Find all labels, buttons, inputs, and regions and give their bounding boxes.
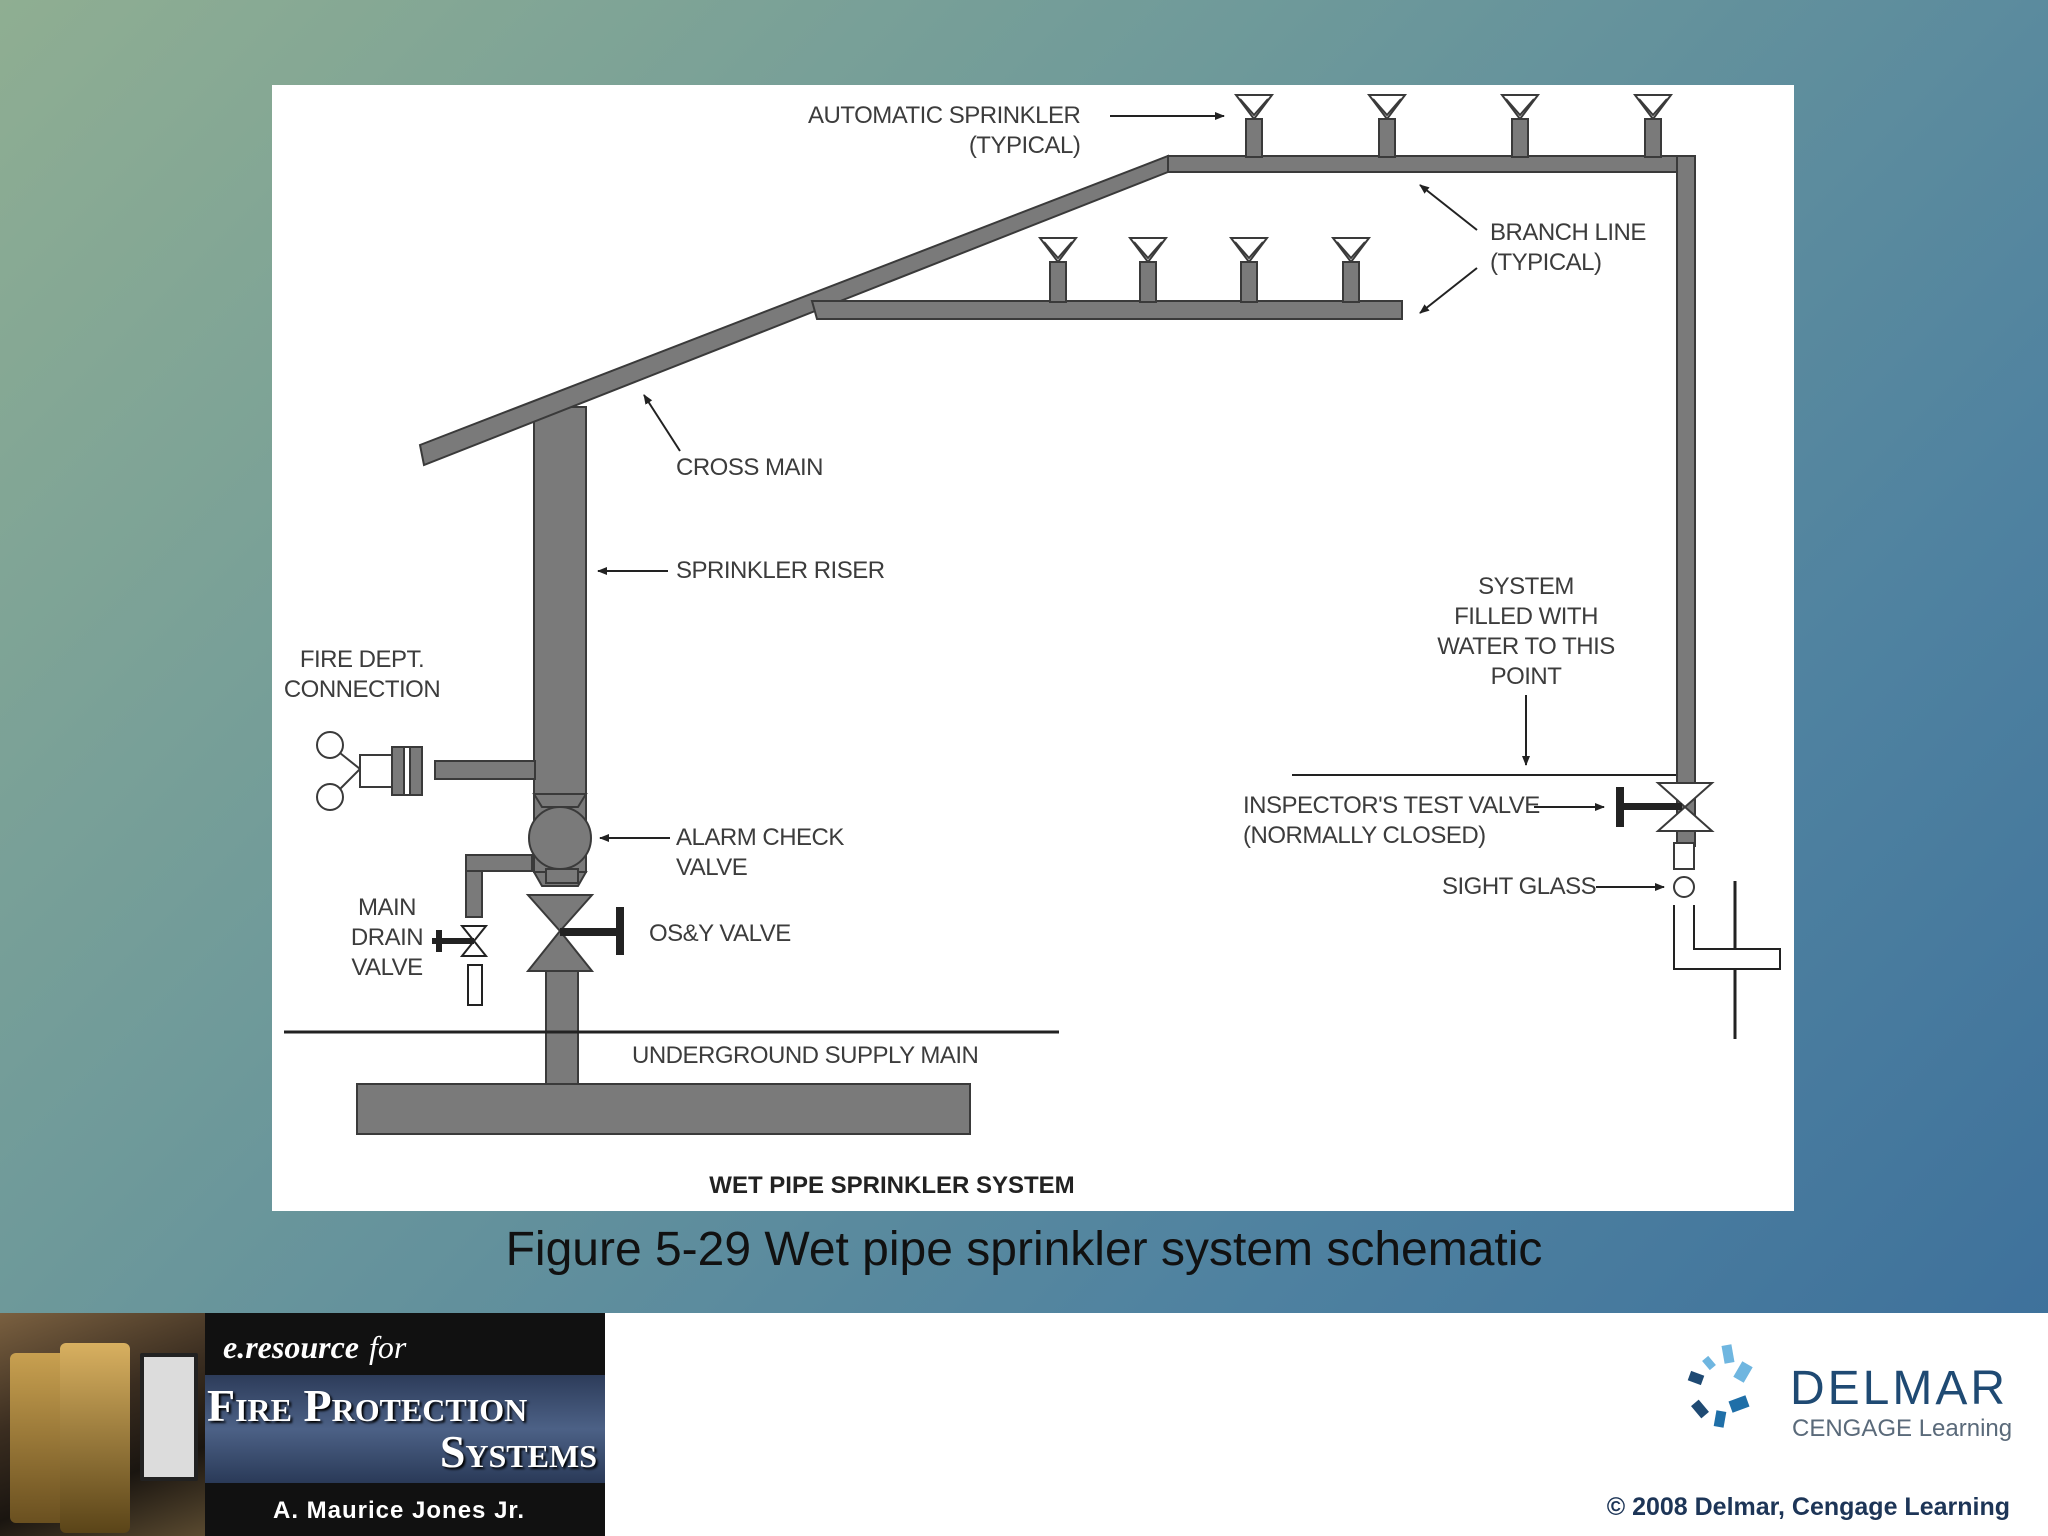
drop-pipe — [1676, 155, 1696, 847]
publisher-subtitle: CENGAGE Learning — [1792, 1415, 2013, 1442]
diagram-title: WET PIPE SPRINKLER SYSTEM — [709, 1172, 1075, 1199]
book-author: A. Maurice Jones Jr. — [273, 1497, 526, 1524]
eresource-text: e.resource — [223, 1329, 359, 1365]
figure-caption: Figure 5-29 Wet pipe sprinkler system sc… — [505, 1223, 1543, 1276]
main-drain-valve — [432, 925, 489, 1006]
upper-branch-line — [1167, 155, 1694, 173]
sprinkler-head-upper-2 — [1367, 94, 1407, 158]
label-main-drain-valve: MAIN DRAIN VALVE — [350, 894, 424, 981]
firefighter-photo — [0, 1313, 205, 1536]
sight-glass-symbol — [1673, 876, 1695, 898]
inspectors-test-valve — [1616, 782, 1715, 898]
sprinkler-head-lower-2 — [1128, 237, 1168, 303]
label-system-filled: SYSTEM FILLED WITH WATER TO THIS POINT — [1437, 573, 1615, 690]
book-title-line2: Systems — [439, 1426, 597, 1477]
osy-valve — [525, 894, 624, 972]
label-osy-valve: OS&Y VALVE — [649, 920, 791, 947]
label-cross-main: CROSS MAIN — [676, 454, 824, 481]
lower-branch-line — [810, 300, 1403, 320]
label-inspectors-test-valve: INSPECTOR'S TEST VALVE (NORMALLY CLOSED) — [1243, 792, 1540, 849]
drain-pipe-horizontal — [465, 854, 533, 872]
sprinkler-head-upper-1 — [1234, 94, 1274, 158]
label-alarm-check-valve: ALARM CHECK VALVE — [676, 824, 844, 881]
diagram-panel: AUTOMATIC SPRINKLER (TYPICAL) BRANCH LIN… — [272, 85, 1794, 1211]
eresource-for-text: for — [368, 1329, 407, 1365]
sprinkler-head-lower-3 — [1229, 237, 1269, 303]
sprinkler-head-lower-1 — [1038, 237, 1078, 303]
publisher-logo: DELMAR CENGAGE Learning — [1675, 1343, 2015, 1443]
underground-supply-main — [356, 1083, 971, 1135]
label-branch-line: BRANCH LINE (TYPICAL) — [1490, 219, 1646, 276]
arrow-branch-line-lower — [1419, 267, 1478, 314]
label-automatic-sprinkler: AUTOMATIC SPRINKLER (TYPICAL) — [808, 102, 1081, 159]
sprinkler-head-upper-4 — [1633, 94, 1673, 158]
copyright-notice: © 2008 Delmar, Cengage Learning — [1606, 1493, 2010, 1521]
label-underground-supply-main: UNDERGROUND SUPPLY MAIN — [632, 1042, 979, 1069]
fdc-pipe — [434, 760, 536, 780]
sprinkler-head-upper-3 — [1500, 94, 1540, 158]
label-fire-dept-connection: FIRE DEPT. CONNECTION — [283, 646, 441, 703]
sprinkler-schematic — [284, 94, 1781, 1135]
publisher-name: DELMAR — [1790, 1362, 2009, 1415]
arrow-cross-main — [643, 394, 681, 452]
book-title-band: Fire Protection Systems — [205, 1375, 605, 1483]
delmar-logo-icon — [1687, 1344, 1753, 1428]
sprinkler-head-lower-4 — [1331, 237, 1371, 303]
label-sight-glass: SIGHT GLASS — [1442, 873, 1597, 900]
alarm-check-valve-body — [528, 806, 592, 870]
book-title-line1: Fire Protection — [207, 1380, 528, 1431]
riser-lower-pipe — [545, 966, 579, 1085]
fire-dept-connection — [316, 731, 423, 811]
arrow-branch-line-upper — [1419, 184, 1478, 231]
label-sprinkler-riser: SPRINKLER RISER — [676, 557, 885, 584]
